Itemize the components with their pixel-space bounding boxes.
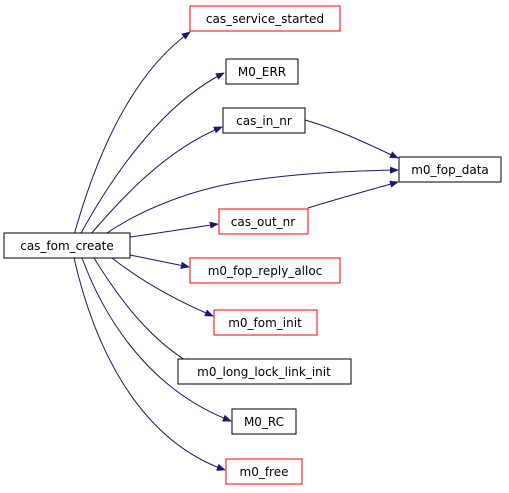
node-m0-long-lock-link-init[interactable]: m0_long_lock_link_init — [177, 358, 352, 385]
nodes: cas_fom_create cas_service_started M0_ER… — [3, 5, 502, 485]
edge-root-to-rc — [81, 257, 232, 422]
node-m0-err[interactable]: M0_ERR — [225, 58, 299, 85]
edge-in-nr-to-fop-data — [304, 119, 399, 159]
node-cas-out-nr[interactable]: cas_out_nr — [218, 208, 309, 235]
node-m0-fop-reply-alloc[interactable]: m0_fop_reply_alloc — [189, 257, 341, 284]
node-label: m0_free — [240, 465, 289, 479]
node-label: m0_long_lock_link_init — [197, 365, 331, 379]
node-label: cas_in_nr — [236, 114, 292, 128]
edge-root-to-err — [79, 72, 225, 236]
node-label: cas_fom_create — [20, 239, 114, 253]
node-m0-fop-data[interactable]: m0_fop_data — [398, 156, 502, 183]
edge-root-to-fop-data — [103, 166, 399, 236]
edge-root-to-in-nr — [89, 126, 223, 236]
edge-root-to-lock-link — [93, 257, 194, 366]
edge-root-to-fom-init — [111, 257, 214, 317]
node-cas-in-nr[interactable]: cas_in_nr — [222, 107, 306, 134]
node-m0-fom-init[interactable]: m0_fom_init — [213, 309, 318, 336]
node-label: m0_fop_reply_alloc — [208, 264, 323, 278]
node-cas-service-started[interactable]: cas_service_started — [189, 5, 341, 32]
edge-root-to-service-started — [73, 31, 191, 236]
edges — [73, 31, 399, 471]
node-label: M0_ERR — [238, 65, 286, 79]
node-label: m0_fom_init — [228, 316, 302, 330]
node-label: M0_RC — [244, 415, 284, 429]
edge-out-nr-to-fop-data — [307, 180, 399, 209]
edge-root-to-reply-alloc — [129, 254, 190, 269]
node-cas-fom-create[interactable]: cas_fom_create — [3, 232, 131, 259]
edge-root-to-out-nr — [129, 221, 219, 238]
node-label: cas_out_nr — [231, 215, 295, 229]
edge-root-to-free — [73, 257, 226, 471]
node-m0-rc[interactable]: M0_RC — [231, 408, 297, 435]
node-m0-free[interactable]: m0_free — [225, 458, 303, 485]
node-label: m0_fop_data — [411, 163, 489, 177]
node-label: cas_service_started — [206, 12, 324, 26]
